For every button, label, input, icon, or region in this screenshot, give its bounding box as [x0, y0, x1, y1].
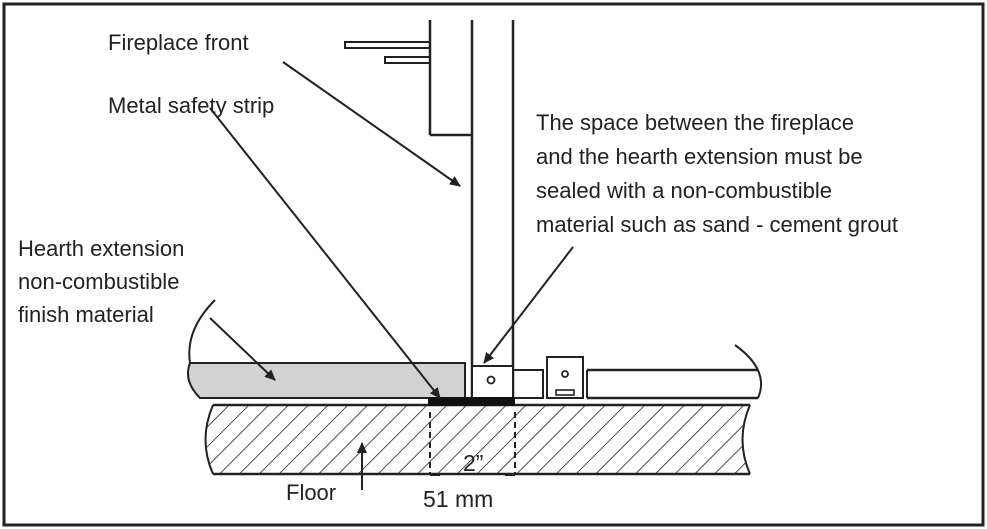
fireplace-front: [344, 20, 515, 399]
space-note-line-3: sealed with a non-combustible: [536, 178, 832, 203]
fireplace-base: [512, 344, 763, 400]
space-note-line-4: material such as sand - cement grout: [536, 212, 898, 237]
hearth-extension-line-3: finish material: [18, 302, 154, 327]
space-note-line-2: and the hearth extension must be: [536, 144, 863, 169]
dimension-bracket: [429, 412, 516, 476]
floor-label: Floor: [286, 480, 336, 505]
hearth-extension-finish: [187, 362, 466, 399]
fireplace-front-arrow: [282, 61, 461, 187]
metal-safety-strip: [428, 397, 515, 406]
space-note-arrow: [483, 246, 574, 364]
space-note-line-1: The space between the fireplace: [536, 110, 854, 135]
safety-strip-arrow: [209, 107, 441, 399]
dimension-mm-label: 51 mm: [423, 486, 493, 512]
hearth-extension-arrow: [209, 317, 276, 381]
fireplace-front-label: Fireplace front: [108, 30, 249, 55]
metal-safety-strip-label: Metal safety strip: [108, 93, 274, 118]
left-break-line: [188, 299, 216, 364]
hearth-extension-line-1: Hearth extension: [18, 236, 184, 261]
floor-section: [204, 403, 751, 476]
hearth-extension-line-2: non-combustible: [18, 269, 179, 294]
dimension-inches-label: 2”: [463, 450, 483, 476]
